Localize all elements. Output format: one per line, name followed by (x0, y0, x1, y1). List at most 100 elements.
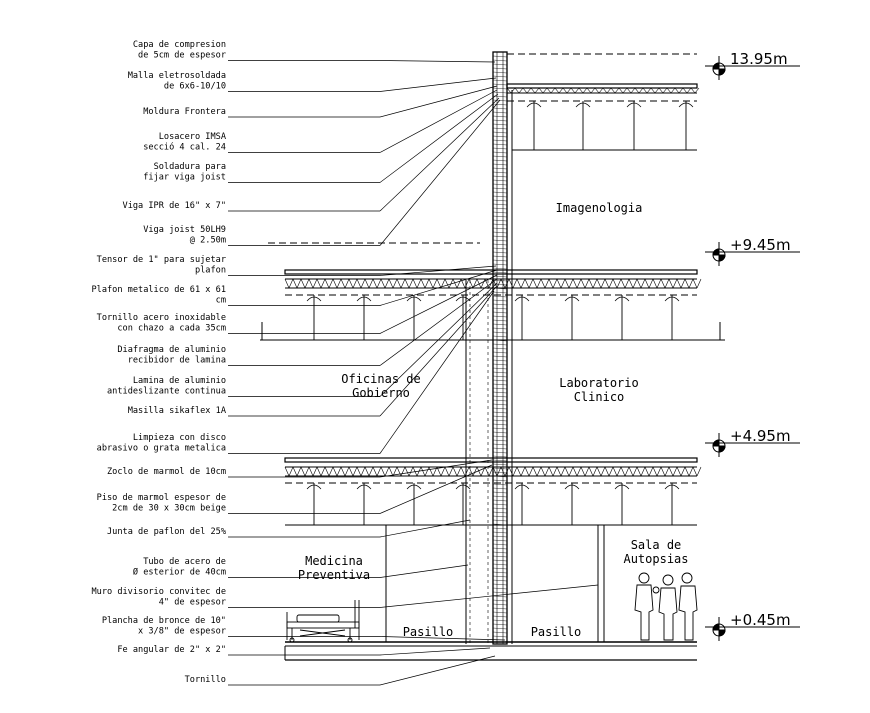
truss-web (682, 87, 688, 94)
truss-web (528, 466, 534, 477)
truss-web (652, 466, 658, 477)
truss-web (548, 466, 554, 477)
annotation-label-line: Tubo de acero de (143, 557, 226, 567)
column-tick (492, 139, 508, 142)
column-tick (492, 79, 508, 82)
truss-web (696, 466, 702, 477)
column-tick (492, 483, 508, 486)
column-tick (492, 439, 508, 442)
column-tick (492, 391, 508, 394)
column-tick (492, 631, 508, 634)
hanger-bracket (678, 102, 694, 108)
truss-web (536, 466, 542, 477)
annotation-label-line: antideslizante continua (107, 387, 226, 397)
annotation-label-line: Soldadura para (154, 162, 226, 172)
truss-web (692, 466, 698, 477)
truss-web (600, 278, 606, 289)
hanger-bracket (614, 296, 630, 302)
truss-web (464, 466, 470, 477)
column-tick (492, 463, 508, 466)
leader-line-diagonal (379, 282, 498, 397)
column-tick (492, 527, 508, 530)
column-tick (492, 175, 508, 178)
column-tick (492, 459, 508, 462)
truss-web (636, 278, 642, 289)
room-name-line: Medicina (305, 554, 363, 568)
slab-level-945 (260, 242, 725, 341)
joist-truss-945 (284, 278, 702, 289)
truss-web (672, 278, 678, 289)
truss-web (552, 278, 558, 289)
hospital-bed (286, 600, 360, 643)
truss-web (670, 87, 676, 94)
truss-web (312, 278, 318, 289)
truss-web (456, 278, 462, 289)
truss-web (628, 466, 634, 477)
leader-line-diagonal (379, 269, 498, 306)
truss-web (622, 87, 628, 94)
column-tick (492, 215, 508, 218)
truss-web (556, 466, 562, 477)
column-tick (492, 155, 508, 158)
truss-web (560, 278, 566, 289)
truss-web (680, 278, 686, 289)
truss-web (472, 466, 478, 477)
truss-web (316, 466, 322, 477)
annotation-label-line: 4" de espesor (159, 598, 226, 608)
truss-web (420, 278, 426, 289)
hanger-bracket (626, 102, 642, 108)
annotation-label-line: Tornillo acero inoxidable (97, 313, 226, 323)
truss-web (562, 87, 568, 94)
column-tick (492, 615, 508, 618)
truss-web (296, 278, 302, 289)
column-tick (492, 135, 508, 138)
truss-web (284, 278, 290, 289)
truss-web (548, 278, 554, 289)
hanger-bracket (455, 484, 471, 490)
room-name-line: Imagenologia (556, 201, 643, 215)
column-tick (492, 575, 508, 578)
truss-web (518, 87, 524, 94)
column-tick (492, 623, 508, 626)
annotation-label-line: Piso de marmol espesor de (97, 493, 226, 503)
column-tick (492, 251, 508, 254)
truss-web (396, 278, 402, 289)
column-tick (492, 335, 508, 338)
annotation-label-line: de 5cm de espesor (138, 51, 226, 61)
column-tick (492, 491, 508, 494)
truss-web (556, 278, 562, 289)
truss-web (416, 466, 422, 477)
column-tick (492, 195, 508, 198)
hanger-bracket (514, 296, 530, 302)
leader-line-diagonal (379, 89, 498, 153)
truss-web (292, 278, 298, 289)
truss-web (360, 278, 366, 289)
truss-web (558, 87, 564, 94)
column-tick (492, 271, 508, 274)
truss-web (448, 278, 454, 289)
column-tick (492, 247, 508, 250)
column-tick (492, 543, 508, 546)
truss-web (352, 278, 358, 289)
truss-web (408, 278, 414, 289)
column-tick (492, 319, 508, 322)
annotation-label-line: Fe angular de 2" x 2" (117, 645, 226, 655)
leader-line-diagonal (379, 77, 497, 92)
truss-web (440, 466, 446, 477)
truss-web (568, 278, 574, 289)
column-tick (492, 563, 508, 566)
column-tick (492, 107, 508, 110)
truss-web (656, 466, 662, 477)
truss-web (674, 87, 680, 94)
truss-web (340, 278, 346, 289)
column-tick (492, 451, 508, 454)
truss-web (604, 278, 610, 289)
truss-web (614, 87, 620, 94)
column-tick (492, 427, 508, 430)
room-name-line: Preventiva (298, 568, 370, 582)
hanger-bracket (306, 296, 322, 302)
truss-web (588, 466, 594, 477)
column-tick (492, 179, 508, 182)
annotation-label-line: plafon (195, 266, 226, 276)
